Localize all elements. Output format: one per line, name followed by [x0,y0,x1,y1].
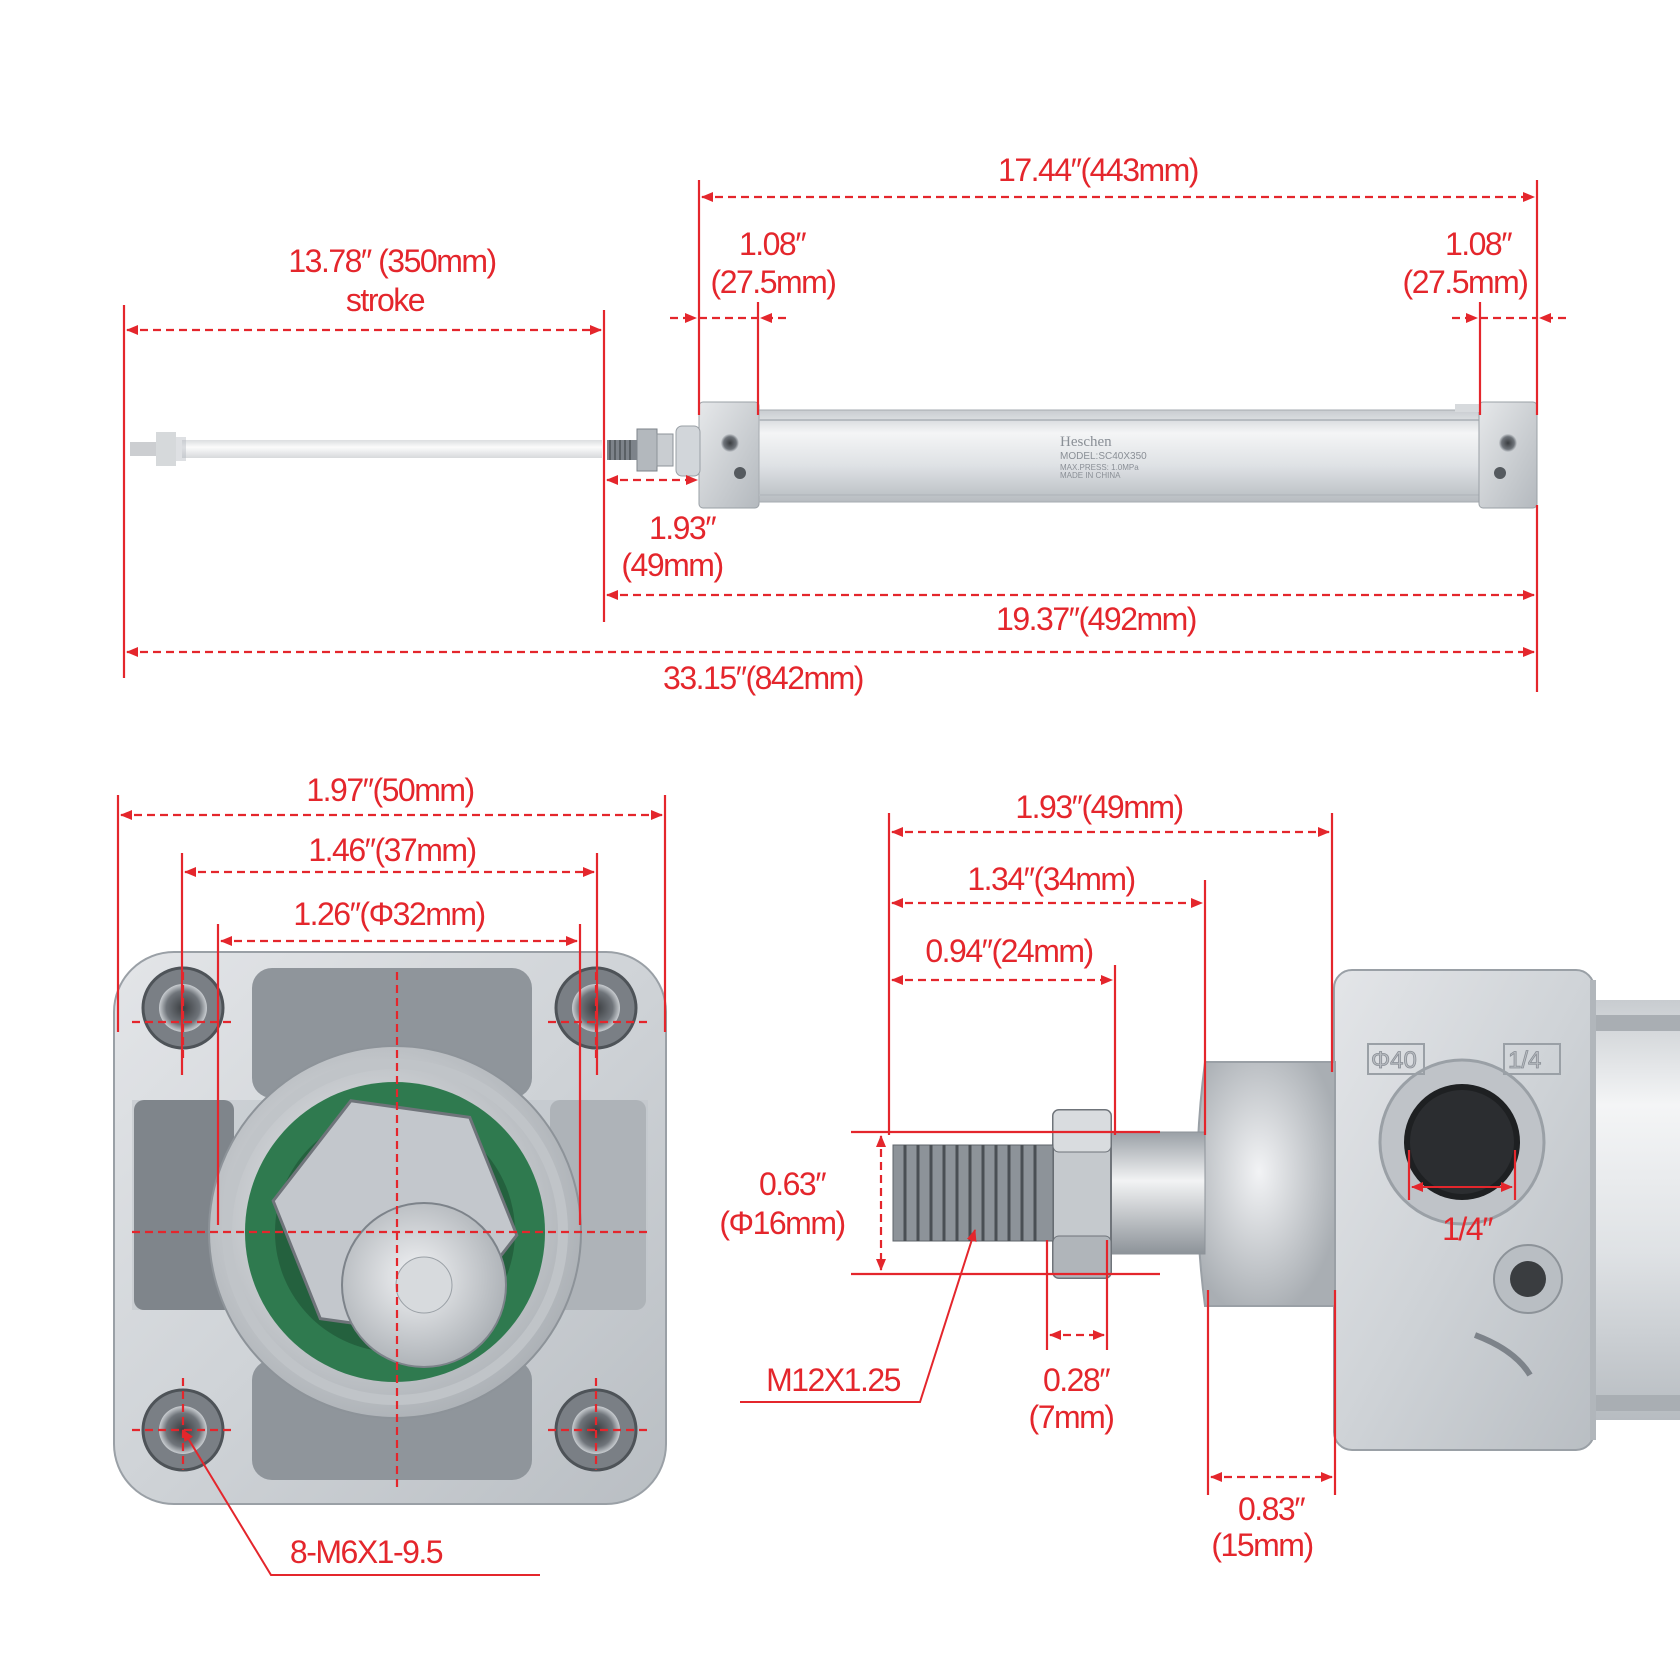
rod-thread [892,1144,1054,1242]
front-port-icon [721,434,739,452]
rear-port-icon [1499,434,1517,452]
rod-thread-label: M12X1.25 [766,1362,901,1398]
stroke-value: 13.78″ (350mm) [288,243,495,279]
nut-thickness-mm: (7mm) [1029,1399,1114,1435]
extended-rod-nut-ghost [156,432,176,466]
rod-length-label: 1.93″(49mm) [1015,789,1182,825]
thread-length-label: 0.94″(24mm) [925,933,1092,969]
cylinder-end-view [113,951,667,1505]
port-mark: 1/4 [1508,1047,1541,1074]
nut-thickness-inch: 0.28″ [1043,1362,1110,1398]
extended-length-label: 33.15″(842mm) [663,660,863,696]
rod-diameter-mm: (Φ16mm) [719,1205,844,1241]
rod-boss [1196,1061,1336,1307]
rod-boss [656,433,674,467]
port-size-label: 1/4″ [1442,1211,1493,1247]
front-cap-inch: 1.08″ [739,226,806,262]
rear-end-cap [1478,401,1538,509]
boss-length-label: 1.34″(34mm) [967,861,1134,897]
extended-rod-ghost [182,440,602,458]
extended-rod-thread-ghost [130,442,156,456]
rod-detail-dimensions: 1.93″(49mm) 1.34″(34mm) 0.94″(24mm) 0.63… [719,789,1517,1563]
pressure-label: MAX.PRESS: 1.0MPa [1060,463,1139,472]
boss-depth-inch: 0.83″ [1238,1491,1305,1527]
mount-threads-label: 8-M6X1-9.5 [290,1534,443,1570]
brand-label: Heschen [1060,434,1112,450]
model-label: MODEL:SC40X350 [1060,451,1147,462]
front-end-cap [698,401,760,509]
cylinder-side-view: Heschen MODEL:SC40X350 MAX.PRESS: 1.0MPa… [130,401,1538,509]
rod-extension-inch: 1.93″ [649,510,716,546]
boss-depth-mm: (15mm) [1211,1527,1312,1563]
rod-extension-mm: (49mm) [621,547,722,583]
rod-detail-view: Φ40 1/4 [892,969,1680,1451]
stroke-label: stroke [346,282,425,318]
front-cap-mm: (27.5mm) [711,264,836,300]
end-width-label: 1.97″(50mm) [306,772,473,808]
body-length-label: 17.44″(443mm) [998,152,1198,188]
rear-cap-inch: 1.08″ [1445,226,1512,262]
rear-cap-mm: (27.5mm) [1403,264,1528,300]
side-view-dimensions: 13.78″ (350mm) stroke 17.44″(443mm) 1.08… [122,152,1566,696]
end-view-dimensions: 1.97″(50mm) 1.46″(37mm) 1.26″(Φ32mm) 8-M… [116,772,667,1576]
rod-diameter-inch: 0.63″ [759,1166,826,1202]
bolt-spacing-label: 1.46″(37mm) [308,832,475,868]
origin-label: MADE IN CHINA [1060,471,1121,480]
piston-rod [1104,1131,1206,1255]
bore-mark: Φ40 [1371,1047,1417,1074]
retracted-length-label: 19.37″(492mm) [996,601,1196,637]
rod-thread [607,440,637,460]
cylinder-barrel [758,409,1480,503]
rod-nut [636,428,658,472]
boss-diameter-label: 1.26″(Φ32mm) [293,896,484,932]
